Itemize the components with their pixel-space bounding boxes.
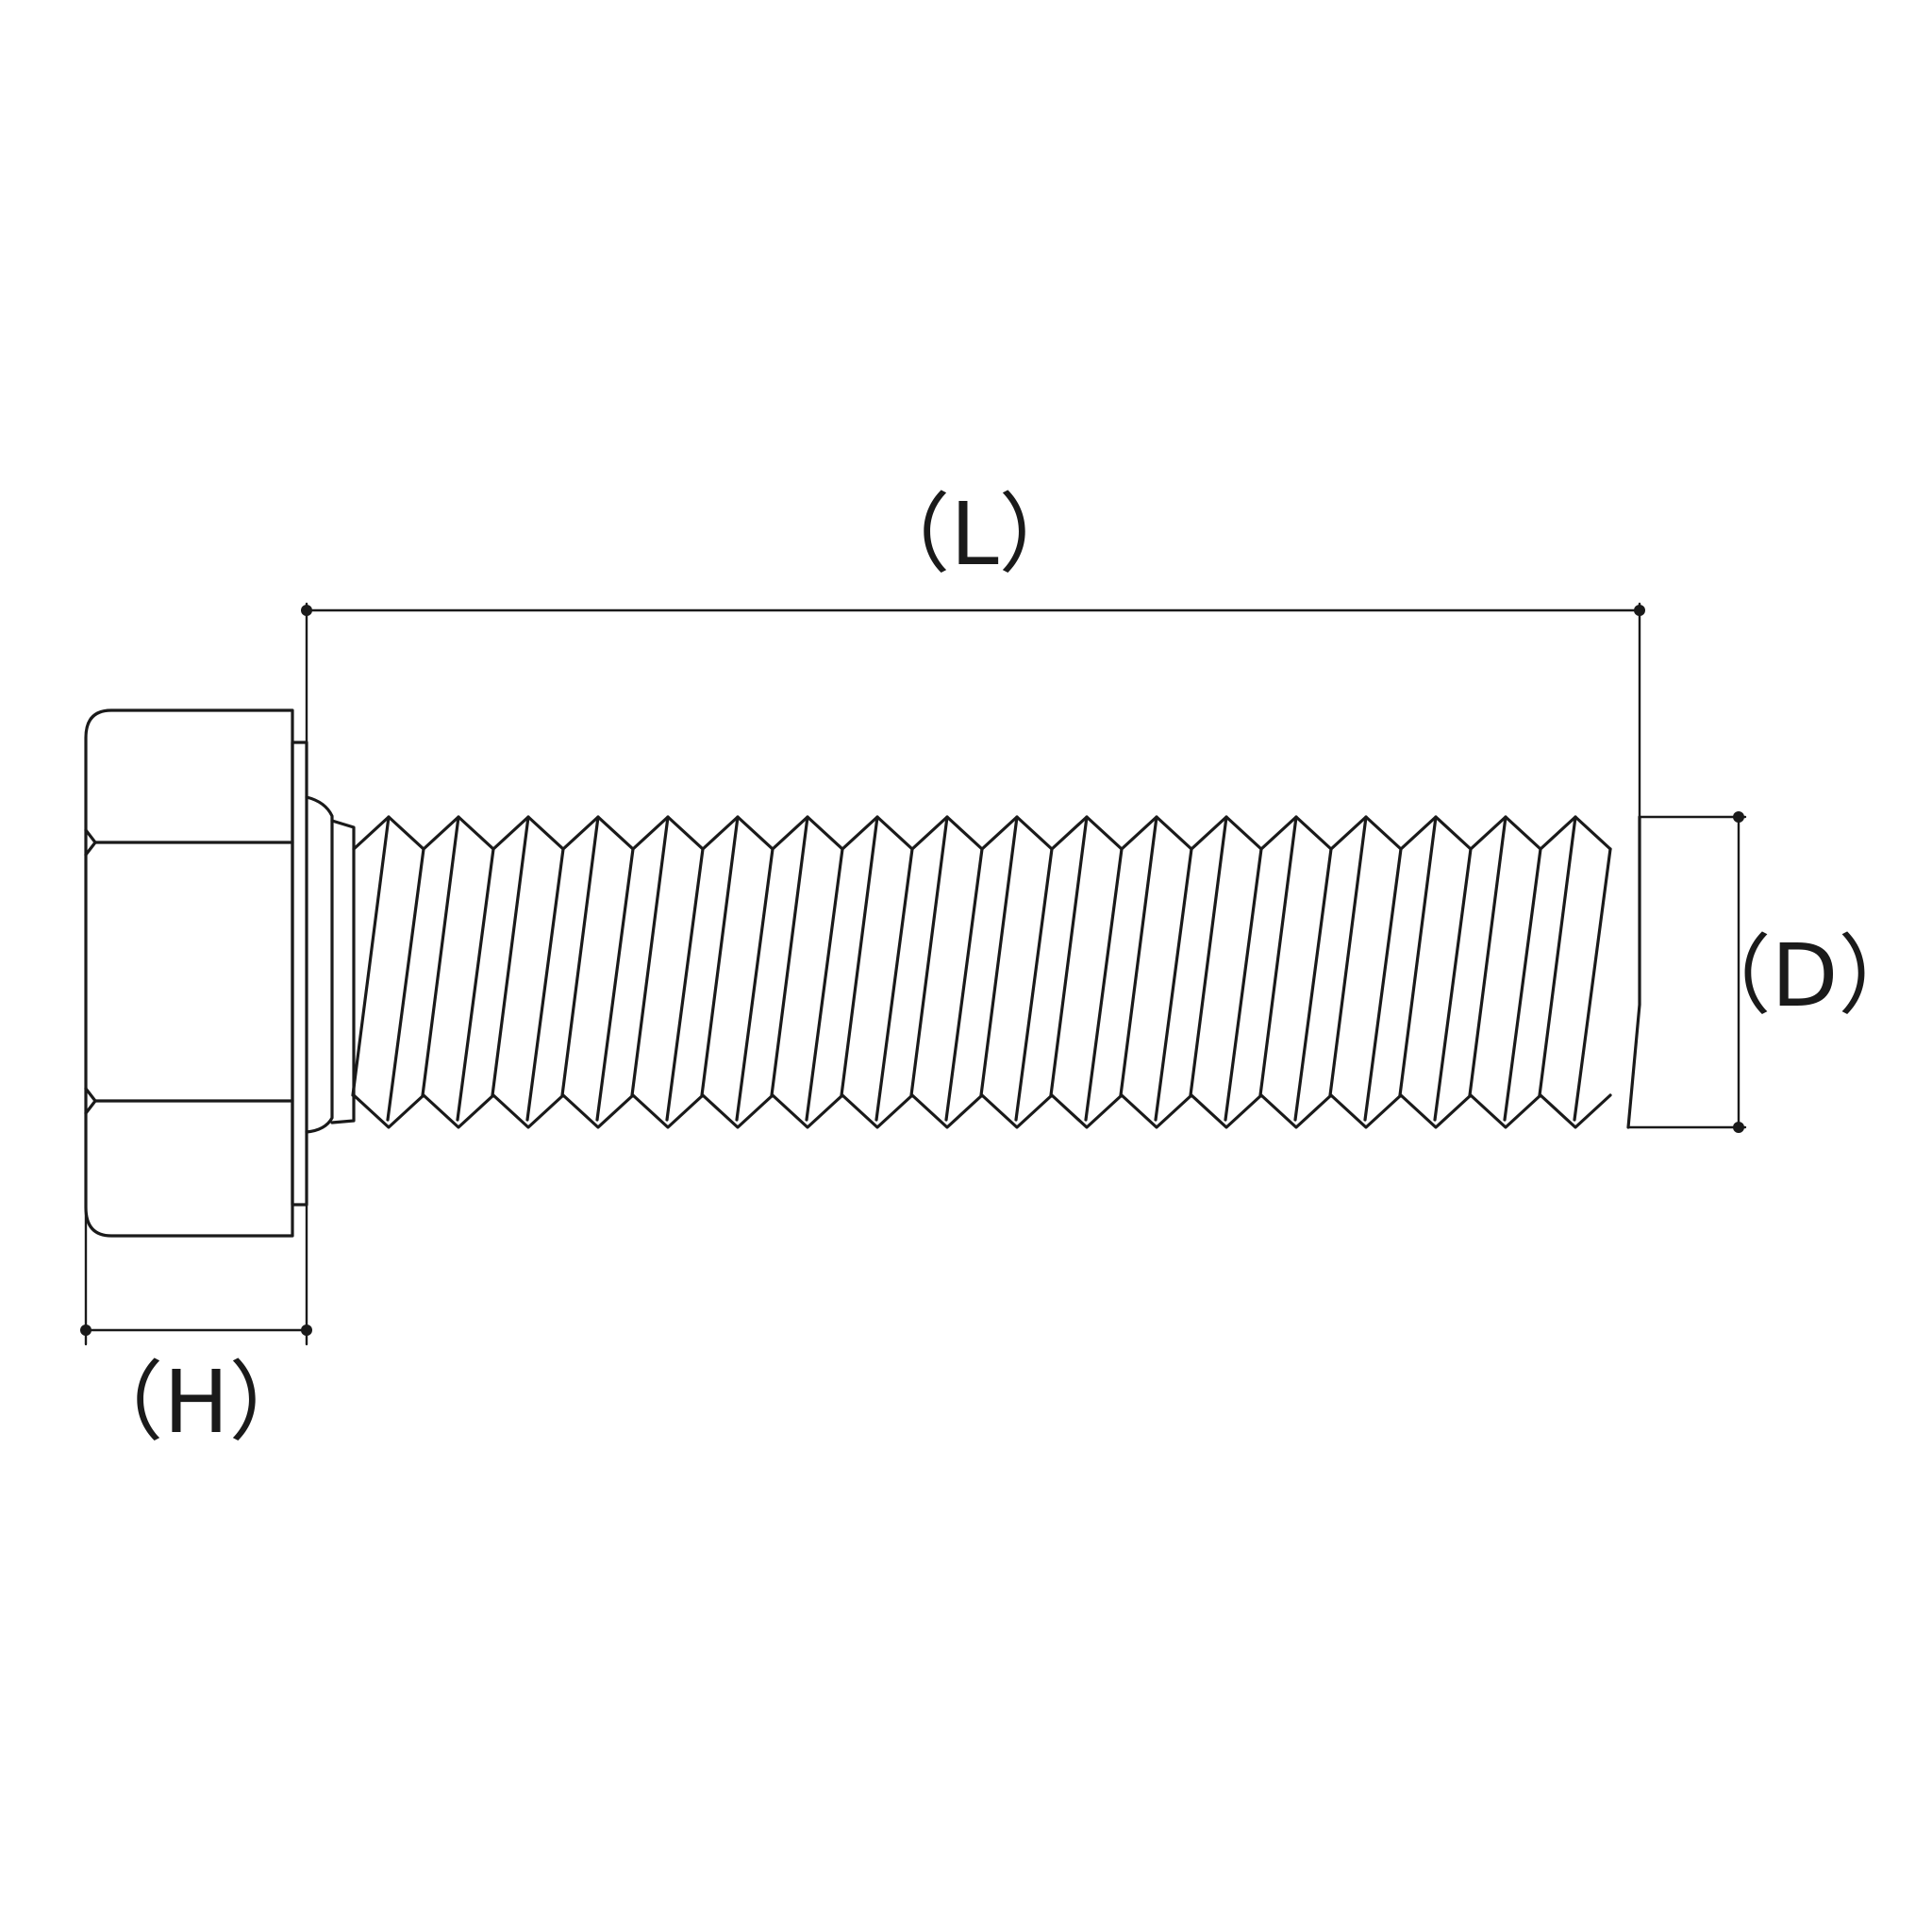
thread-crest-line — [1468, 815, 1507, 1097]
thread-crest-line — [630, 815, 670, 1097]
thread-flank-line — [1503, 847, 1542, 1122]
thread-flank-line — [1014, 847, 1054, 1122]
thread-crest-line — [1398, 815, 1438, 1097]
thread-crest-line — [1538, 815, 1577, 1097]
dimension-length-label: （L） — [863, 484, 1085, 585]
thread-crest-line — [840, 815, 879, 1097]
bolt-head-chamfer-notch-bottom — [84, 1087, 97, 1115]
dimension-diameter: （D） — [1626, 811, 1925, 1133]
dimension-length-dot-left — [301, 605, 312, 616]
dimension-head-height-dot-right — [301, 1324, 312, 1336]
thread-crest-line — [979, 815, 1019, 1097]
bolt-neck-inner — [330, 819, 356, 1124]
thread-crest-line — [1049, 815, 1089, 1097]
thread-crest-line — [1328, 815, 1368, 1097]
thread-flank-line — [386, 847, 425, 1122]
thread-crest-line — [491, 815, 530, 1097]
thread-flank-line — [1363, 847, 1403, 1122]
thread-crest-line — [421, 815, 460, 1097]
dimension-head-height-dot-left — [80, 1324, 92, 1336]
dimension-diameter-dot-top — [1733, 811, 1744, 823]
thread-crest-line — [1189, 815, 1228, 1097]
thread-flank-line — [1154, 847, 1193, 1122]
thread-crest-line — [909, 815, 949, 1097]
bolt-neck-fillet — [305, 795, 334, 1134]
thread-crest-line — [1119, 815, 1158, 1097]
bolt-washer-face — [291, 741, 308, 1207]
thread-flank-line — [944, 847, 984, 1122]
thread-flank-line — [1293, 847, 1333, 1122]
dimension-head-height-label: （H） — [76, 1352, 315, 1453]
dimension-length: （L） — [301, 484, 1645, 1346]
dimension-diameter-dot-bottom — [1733, 1122, 1744, 1133]
thread-flank-line — [874, 847, 914, 1122]
thread-flank-line — [1433, 847, 1473, 1122]
thread-flank-line — [595, 847, 635, 1122]
thread-crest-line — [1258, 815, 1298, 1097]
bolt-head-chamfer-notch-top — [84, 828, 97, 857]
thread-crest-line — [770, 815, 809, 1097]
thread-crest-line — [351, 815, 391, 1097]
thread-flank-line — [1224, 847, 1263, 1122]
thread-crest-line — [560, 815, 600, 1097]
hex-bolt-side-view-icon — [84, 708, 1641, 1238]
thread-flank-line — [525, 847, 565, 1122]
dimension-diameter-label: （D） — [1685, 925, 1925, 1026]
dimension-head-height: （H） — [76, 1206, 316, 1453]
thread-flank-line — [735, 847, 774, 1122]
bolt-thread-end — [1626, 815, 1641, 1129]
thread-flank-line — [665, 847, 705, 1122]
thread-flank-line — [1084, 847, 1124, 1122]
thread-flank-line — [805, 847, 844, 1122]
bolt-head-outline — [84, 708, 294, 1238]
dimension-length-dot-right — [1634, 605, 1645, 616]
thread-flank-line — [456, 847, 495, 1122]
thread-crest-line — [700, 815, 740, 1097]
bolt-thread-flanks — [351, 815, 1612, 1122]
thread-flank-line — [1573, 847, 1612, 1122]
